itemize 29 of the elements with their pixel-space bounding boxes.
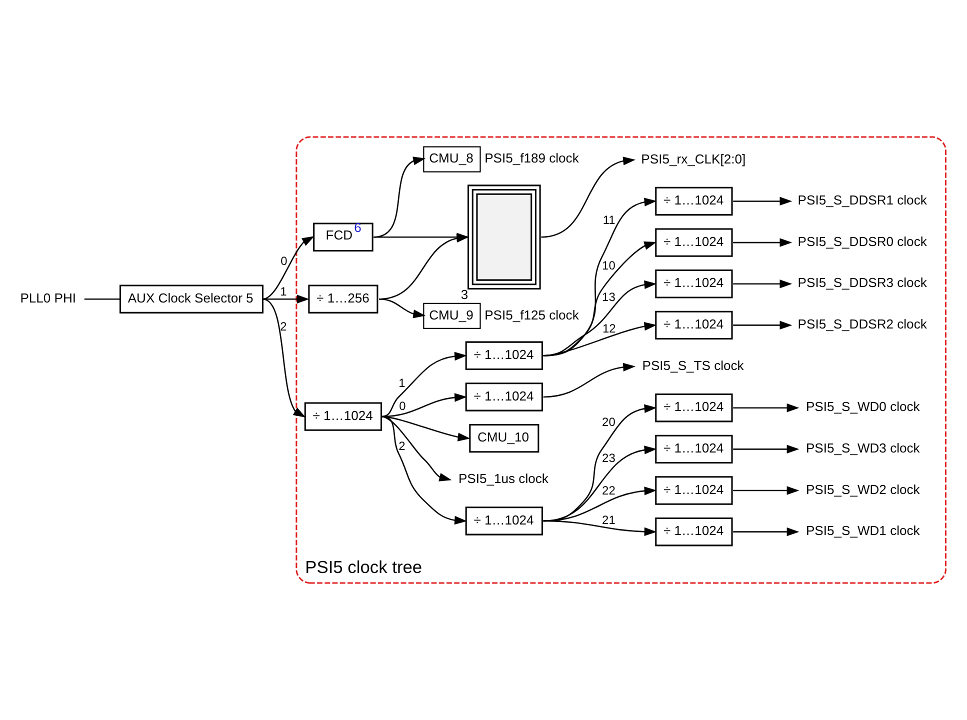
- node-text: PSI5_rx_CLK[2:0]: [641, 151, 746, 166]
- node-text: PSI5_1us clock: [458, 471, 548, 486]
- edge-label: 20: [602, 415, 616, 430]
- edge-label: 13: [602, 290, 616, 304]
- edge-label: 10: [602, 258, 616, 273]
- node-text: PSI5_S_WD0 clock: [806, 399, 920, 414]
- edge-label: 11: [602, 212, 616, 227]
- node-text: PSI5_S_WD2 clock: [806, 482, 920, 497]
- edge-label: 22: [602, 484, 616, 498]
- node-text: PSI5_S_WD1 clock: [806, 523, 920, 538]
- edge-label: 2: [398, 439, 406, 454]
- node-label: PSI5_f125 clock: [484, 307, 579, 322]
- edge-label: 1: [280, 284, 287, 299]
- node-text: PSI5_S_TS clock: [642, 358, 744, 373]
- node-text: PSI5_S_DDSR3 clock: [798, 275, 927, 290]
- edge-label: 12: [602, 322, 616, 336]
- edge-label: 21: [602, 513, 616, 528]
- node-text: PSI5_S_DDSR0 clock: [798, 234, 927, 249]
- node-text: PLL0 PHI: [20, 290, 76, 306]
- node-label: PSI5_f189 clock: [484, 150, 579, 166]
- edge-label: 2: [280, 319, 287, 334]
- edge-label: 1: [398, 376, 406, 390]
- node-text: PSI5_S_DDSR2 clock: [798, 316, 927, 332]
- edge-label: 23: [602, 451, 616, 466]
- node-text: PSI5_S_WD3 clock: [806, 440, 920, 456]
- edge-label: 0: [399, 398, 406, 413]
- node-label: 3: [460, 287, 468, 302]
- node-text: PSI5_S_DDSR1 clock: [798, 192, 927, 208]
- edge-label: 0: [280, 254, 288, 268]
